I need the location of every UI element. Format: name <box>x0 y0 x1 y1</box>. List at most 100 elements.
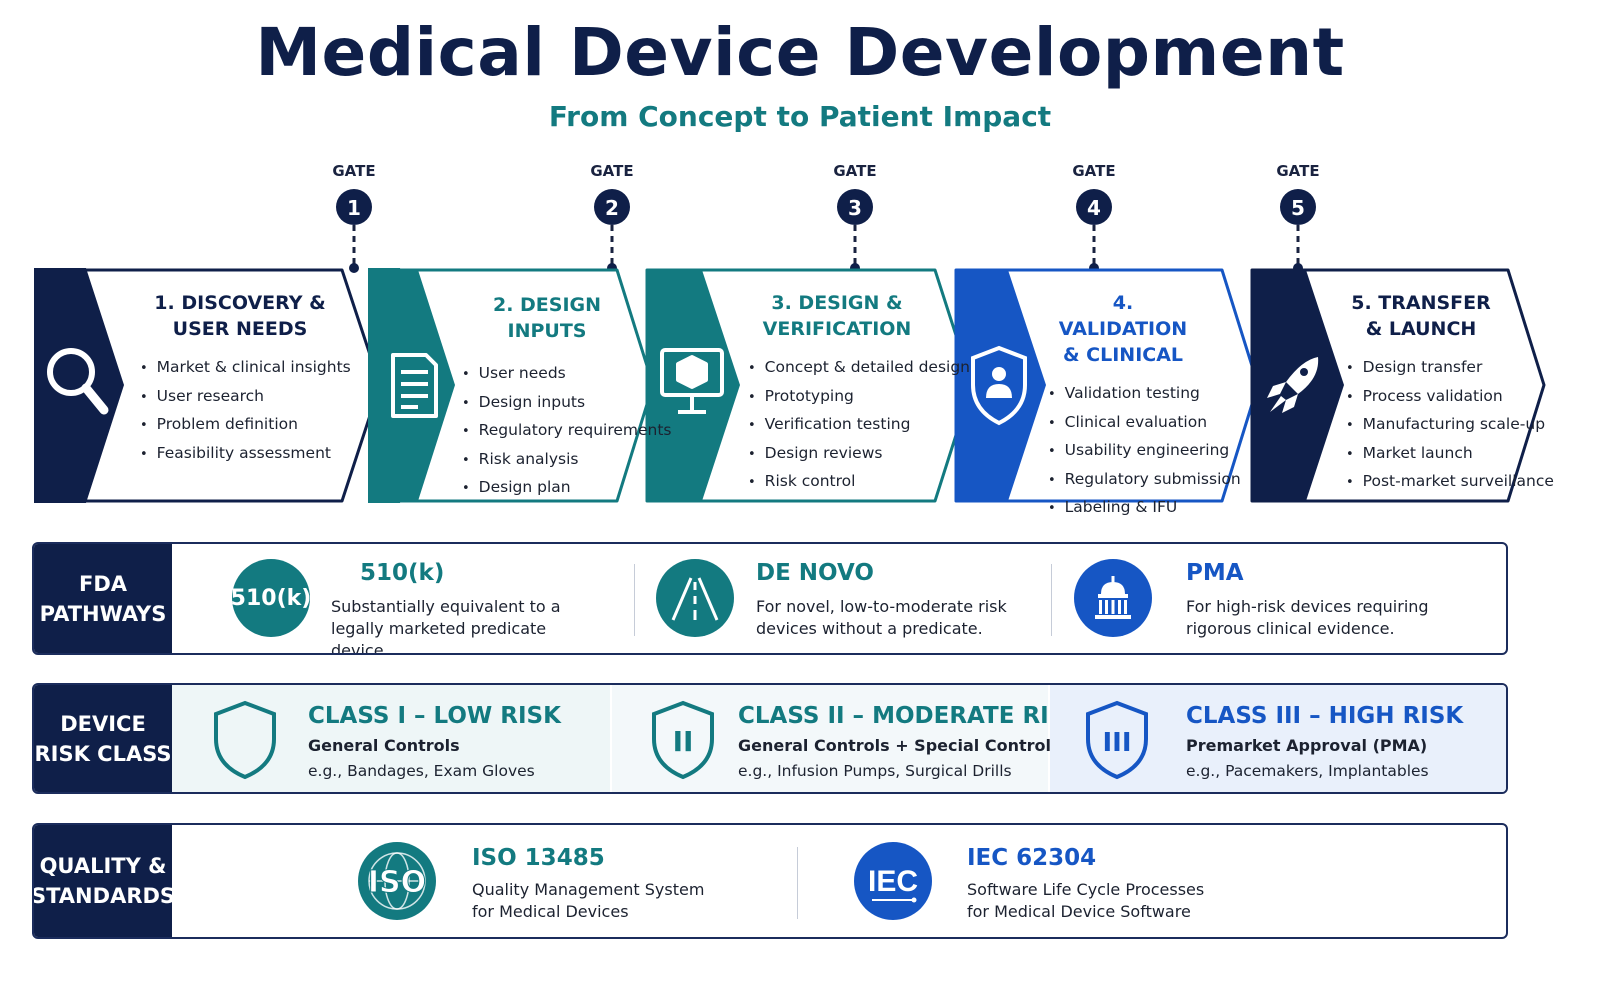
rocket-icon <box>1267 357 1319 413</box>
gate-4-number: 4 <box>1087 196 1101 220</box>
gate-3-label: GATE <box>833 162 877 180</box>
phase-3-item: Risk control <box>748 468 926 497</box>
phase-5-item: Design transfer <box>1346 354 1496 383</box>
de-novo-title: DE NOVO <box>756 560 874 586</box>
gate-3-number: 3 <box>848 196 862 220</box>
gate-5: 5 <box>1280 189 1316 273</box>
phase-2-title: 2. DESIGN INPUTS <box>492 294 602 342</box>
phase-1-title: 1. DISCOVERY & USER NEEDS <box>154 292 326 340</box>
fda-pathways-label: FDA PATHWAYS <box>34 544 172 653</box>
fda-pathways-band: FDA PATHWAYS 510(k) 510(k) Substantially… <box>32 542 1508 655</box>
phase-5-content: 5. TRANSFER & LAUNCH Design transfer Pro… <box>1346 290 1554 497</box>
phase-4-item: Regulatory submission <box>1048 466 1241 495</box>
class-i-examples: e.g., Bandages, Exam Gloves <box>308 762 535 780</box>
phase-3-title: 3. DESIGN & VERIFICATION <box>762 292 912 340</box>
road-icon <box>656 559 734 637</box>
pma-description: For high-risk devices requiring rigorous… <box>1186 597 1429 638</box>
de-novo-description: For novel, low-to-moderate risk devices … <box>756 597 1007 638</box>
class-iii-title: CLASS III – HIGH RISK <box>1186 703 1464 729</box>
phase-3-item: Concept & detailed design <box>748 354 970 383</box>
iso-globe-icon: ISO <box>358 842 436 920</box>
class-ii-cell: II CLASS II – MODERATE RISK General Cont… <box>612 685 1083 792</box>
gate-1-label: GATE <box>332 162 376 180</box>
class-ii-examples: e.g., Infusion Pumps, Surgical Drills <box>738 762 1012 780</box>
phase-1-list: Market & clinical insights User research… <box>140 354 351 469</box>
class-iii-cell: III CLASS III – HIGH RISK Premarket Appr… <box>1050 685 1506 792</box>
phase-1-item: Market & clinical insights <box>140 354 351 383</box>
iec-62304-title: IEC 62304 <box>967 845 1097 871</box>
quality-standards-band: QUALITY & STANDARDS ISO ISO 13485 Qualit… <box>32 823 1508 939</box>
phase-2-item: Risk analysis <box>462 446 632 475</box>
phase-4-title: 4. VALIDATION & CLINICAL <box>1058 292 1188 366</box>
phase-5-item: Post-market surveillance <box>1346 468 1554 497</box>
phase-3-item: Design reviews <box>748 440 926 469</box>
gate-5-label: GATE <box>1276 162 1320 180</box>
phase-2-item: Regulatory requirements <box>462 417 672 446</box>
gate-3: 3 <box>837 189 873 273</box>
iso-13485-title: ISO 13485 <box>472 845 605 871</box>
gate-connectors <box>352 225 1300 267</box>
phase-5-list: Design transfer Process validation Manuf… <box>1346 354 1554 497</box>
phase-1-content: 1. DISCOVERY & USER NEEDS Market & clini… <box>140 290 351 469</box>
class-i-controls: General Controls <box>308 736 460 755</box>
phase-1-item: User research <box>140 383 340 412</box>
iec-icon: IEC <box>854 842 932 920</box>
phase-4-content: 4. VALIDATION & CLINICAL Validation test… <box>1048 290 1241 523</box>
shield-user-icon <box>971 345 1027 426</box>
divider <box>1051 564 1052 636</box>
shield-icon <box>214 700 276 780</box>
shield-iii-glyph: III <box>1102 728 1131 758</box>
phase-4-item: Clinical evaluation <box>1048 409 1207 438</box>
gate-1: 1 <box>336 189 372 273</box>
phase-2-item: Design inputs <box>462 389 632 418</box>
phase-4-list: Validation testing Clinical evaluation U… <box>1048 380 1241 523</box>
510k-badge-icon: 510(k) <box>231 559 311 637</box>
divider <box>634 564 635 636</box>
capitol-building-icon <box>1074 559 1152 637</box>
phase-4-item: Usability engineering <box>1048 437 1230 466</box>
phase-2-content: 2. DESIGN INPUTS User needs Design input… <box>462 292 672 503</box>
monitor-cube-icon <box>660 348 724 414</box>
phase-5-item: Market launch <box>1346 440 1496 469</box>
phase-3-content: 3. DESIGN & VERIFICATION Concept & detai… <box>748 290 970 497</box>
phase-5-title: 5. TRANSFER & LAUNCH <box>1351 292 1491 340</box>
iec-badge-text: IEC <box>868 865 918 898</box>
iso-badge-text: ISO <box>368 865 426 900</box>
phase-3-item: Verification testing <box>748 411 926 440</box>
magnifier-icon <box>47 348 109 415</box>
gate-1-number: 1 <box>347 196 361 220</box>
class-i-title: CLASS I – LOW RISK <box>308 703 561 729</box>
phase-5-item: Process validation <box>1346 383 1503 412</box>
divider <box>797 847 798 919</box>
phase-1-item: Problem definition <box>140 411 340 440</box>
document-icon <box>391 353 438 418</box>
phase-2-list: User needs Design inputs Regulatory requ… <box>462 360 672 503</box>
risk-class-band: DEVICE RISK CLASS CLASS I – LOW RISK Gen… <box>32 683 1508 794</box>
shield-iii-icon: III <box>1086 700 1148 780</box>
phase-4-item: Labeling & IFU <box>1048 494 1198 523</box>
shield-ii-icon: II <box>652 700 714 780</box>
class-iii-controls: Premarket Approval (PMA) <box>1186 736 1428 755</box>
gate-2-label: GATE <box>590 162 634 180</box>
class-iii-examples: e.g., Pacemakers, Implantables <box>1186 762 1429 780</box>
shield-ii-glyph: II <box>673 725 694 758</box>
iso-13485-description: Quality Management System for Medical De… <box>472 880 705 921</box>
gate-2-number: 2 <box>605 196 619 220</box>
risk-class-label: DEVICE RISK CLASS <box>34 685 172 792</box>
class-ii-title: CLASS II – MODERATE RISK <box>738 703 1084 729</box>
phase-1-item: Feasibility assessment <box>140 440 340 469</box>
gate-4: 4 <box>1076 189 1112 273</box>
510k-title: 510(k) <box>360 560 445 586</box>
quality-standards-label: QUALITY & STANDARDS <box>34 825 175 937</box>
class-i-cell: CLASS I – LOW RISK General Controls e.g.… <box>172 685 610 792</box>
gate-5-number: 5 <box>1291 196 1305 220</box>
gate-4-label: GATE <box>1072 162 1116 180</box>
iec-62304-description: Software Life Cycle Processes for Medica… <box>967 880 1205 921</box>
class-ii-controls: General Controls + Special Controls <box>738 736 1061 755</box>
phase-3-item: Prototyping <box>748 383 926 412</box>
phase-3-list: Concept & detailed design Prototyping Ve… <box>748 354 970 497</box>
phase-2-item: Design plan <box>462 474 632 503</box>
510k-description: Substantially equivalent to a legally ma… <box>331 597 561 655</box>
page-title: Medical Device Development <box>255 14 1345 91</box>
phase-5-item: Manufacturing scale-up <box>1346 411 1545 440</box>
